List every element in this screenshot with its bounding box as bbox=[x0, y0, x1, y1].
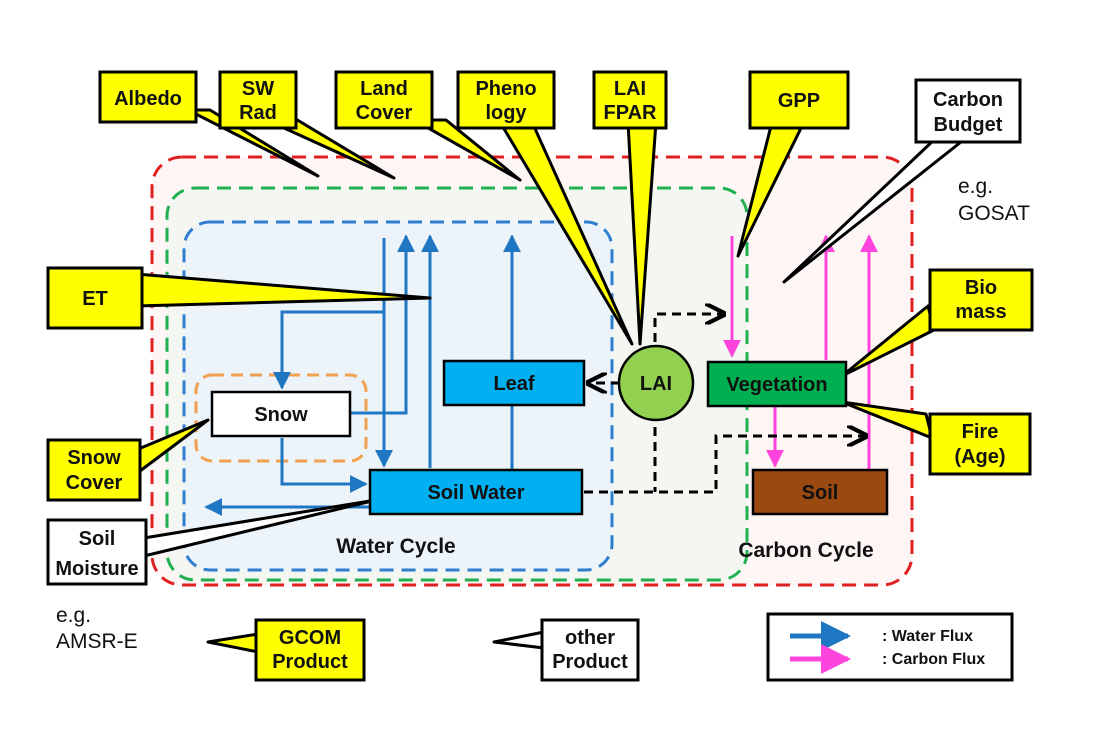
callout-snowcover: Snow Cover bbox=[46, 438, 142, 502]
box-leaf: Leaf bbox=[442, 359, 586, 407]
callout-laifpar: LAI FPAR bbox=[592, 70, 668, 130]
box-soil: Soil bbox=[751, 468, 889, 516]
box-vegetation: Vegetation bbox=[706, 360, 848, 408]
box-soil-label: Soil bbox=[802, 482, 839, 504]
callout-gpp: GPP bbox=[748, 70, 850, 130]
water-arrow-snow-to-soil bbox=[280, 438, 368, 493]
box-leaf-label: Leaf bbox=[493, 373, 534, 395]
callout-phenology: Pheno logy bbox=[456, 70, 556, 130]
callout-soilmoisture: Soil Moisture bbox=[46, 518, 148, 586]
eg-amsr-line1: e.g. bbox=[56, 604, 91, 627]
gcom-pointer bbox=[206, 632, 260, 654]
eg-gosat-line1: e.g. bbox=[958, 175, 993, 198]
legend-carbon-label: : Carbon Flux bbox=[882, 651, 985, 668]
callout-carbonbudget-line2: Budget bbox=[934, 114, 1003, 136]
callout-phenology-line1: Pheno bbox=[475, 78, 536, 100]
box-lai-label: LAI bbox=[640, 373, 672, 395]
carbon-cycle-label: Carbon Cycle bbox=[738, 539, 873, 562]
callout-landcover-line2: Cover bbox=[356, 102, 413, 124]
callout-laifpar-line1: LAI bbox=[614, 78, 646, 100]
control-arrows bbox=[584, 314, 864, 494]
callout-fire: Fire (Age) bbox=[928, 412, 1032, 476]
callout-swrad: SW Rad bbox=[218, 70, 298, 130]
callout-landcover: Land Cover bbox=[334, 70, 434, 130]
box-soil-water-label: Soil Water bbox=[427, 482, 524, 504]
callout-snowcover-line2: Cover bbox=[66, 472, 123, 494]
box-lai: LAI bbox=[617, 344, 695, 422]
callout-pointers bbox=[134, 108, 936, 654]
callout-albedo-text: Albedo bbox=[114, 88, 182, 110]
callout-otherproduct-line1: other bbox=[565, 627, 615, 649]
control-arrow-soilwater-to-fire bbox=[584, 436, 864, 494]
water-arrow-et-to-snow bbox=[273, 310, 384, 390]
box-vegetation-label: Vegetation bbox=[726, 374, 827, 396]
callout-phenology-line2: logy bbox=[485, 102, 527, 124]
callout-gpp-text: GPP bbox=[778, 90, 820, 112]
eg-amsr-line2: AMSR-E bbox=[56, 630, 138, 653]
callout-laifpar-line2: FPAR bbox=[604, 102, 658, 124]
box-snow: Snow bbox=[210, 390, 352, 438]
callout-gcom-line2: Product bbox=[272, 651, 348, 673]
callout-swrad-line2: Rad bbox=[239, 102, 277, 124]
callout-biomass: Bio mass bbox=[928, 268, 1034, 332]
callout-carbonbudget-line1: Carbon bbox=[933, 89, 1003, 111]
callout-soilmoisture-line2: Moisture bbox=[55, 558, 138, 580]
callout-gcom-line1: GCOM bbox=[279, 627, 341, 649]
callout-snowcover-line1: Snow bbox=[67, 447, 121, 469]
water-cycle-label: Water Cycle bbox=[336, 535, 455, 558]
callout-carbonbudget: Carbon Budget bbox=[914, 78, 1022, 144]
box-soil-water: Soil Water bbox=[368, 468, 584, 516]
callout-otherproduct-line2: Product bbox=[552, 651, 628, 673]
callout-landcover-line1: Land bbox=[360, 78, 408, 100]
callout-swrad-line1: SW bbox=[242, 78, 274, 100]
callout-albedo: Albedo bbox=[98, 70, 198, 124]
otherproduct-pointer bbox=[492, 630, 546, 650]
callout-fire-line2: (Age) bbox=[954, 446, 1005, 468]
callout-biomass-line1: Bio bbox=[965, 277, 997, 299]
callout-otherproduct: other Product bbox=[540, 618, 640, 682]
callout-et: ET bbox=[46, 266, 144, 330]
box-snow-label: Snow bbox=[254, 404, 308, 426]
callout-soilmoisture-line1: Soil bbox=[79, 528, 116, 550]
legend-water-label: : Water Flux bbox=[882, 628, 973, 645]
callout-biomass-line2: mass bbox=[955, 301, 1006, 323]
callout-gcom: GCOM Product bbox=[254, 618, 366, 682]
legend: : Water Flux : Carbon Flux bbox=[766, 612, 1014, 682]
callout-et-text: ET bbox=[82, 288, 108, 310]
callout-fire-line1: Fire bbox=[962, 421, 999, 443]
eg-gosat-line2: GOSAT bbox=[958, 202, 1030, 225]
